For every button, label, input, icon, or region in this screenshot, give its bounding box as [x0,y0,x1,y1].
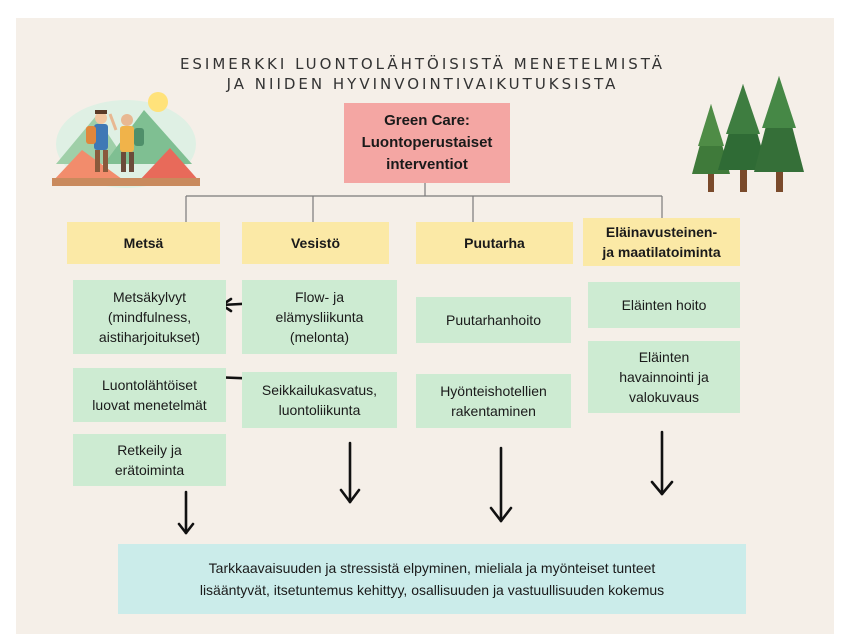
item-luontolahtoiset: Luontolähtöiset luovat menetelmät [73,368,226,422]
item-line: luovat menetelmät [92,397,207,413]
item-line: havainnointi ja [619,369,709,385]
item-line: erätoiminta [114,462,185,478]
item-line: aistiharjoitukset) [98,329,201,345]
item-line: Seikkailukasvatus, [261,382,378,398]
category-metsa: Metsä [67,222,220,264]
arrow-down-puutarha [489,446,513,523]
forest-trees-illustration [692,76,804,192]
hikers-illustration [52,92,200,188]
item-seikkailukasvatus: Seikkailukasvatus, luontoliikunta [242,372,397,428]
root-line: Green Care: [384,112,470,129]
item-elainten-havainnointi: Eläinten havainnointi ja valokuvaus [588,341,740,413]
item-line: Eläinten hoito [621,297,707,313]
item-flow: Flow- ja elämysliikunta (melonta) [242,280,397,354]
outcome-line: Tarkkaavaisuuden ja stressistä elpyminen… [208,560,656,576]
arrow-down-metsa [177,490,195,535]
item-line: Eläinten [638,349,690,365]
item-line: Hyönteishotellien [440,383,547,399]
item-metsakylvyt: Metsäkylvyt (mindfulness, aistiharjoituk… [73,280,226,354]
tree-icon [692,104,730,192]
item-line: (mindfulness, [107,309,192,325]
category-elainavusteinen: Eläinavusteinen- ja maatilatoiminta [583,218,740,266]
tree-icon [718,84,768,192]
category-label: Eläinavusteinen- [605,224,718,240]
category-puutarha: Puutarha [416,222,573,264]
outcome-box: Tarkkaavaisuuden ja stressistä elpyminen… [118,544,746,614]
item-line: Luontolähtöiset [102,377,197,393]
item-line: Flow- ja [294,289,344,305]
tree-icon [754,76,804,192]
item-line: luontoliikunta [278,402,361,418]
category-label: Metsä [123,235,164,251]
diagram-title-line-1: ESIMERKKI LUONTOLÄHTÖISISTÄ MENETELMISTÄ [179,55,666,73]
diagram-title-line-2: JA NIIDEN HYVINVOINTIVAIKUTUKSISTA [226,75,619,93]
arrow-down-vesisto [339,441,361,504]
item-line: Puutarhanhoito [446,312,541,328]
item-line: Metsäkylvyt [112,289,187,305]
item-line: valokuvaus [628,389,700,405]
item-puutarhanhoito: Puutarhanhoito [416,297,571,343]
item-line: elämysliikunta [275,309,364,325]
root-line: Luontoperustaiset [361,134,493,151]
item-line: Retkeily ja [117,442,182,458]
item-hyonteishotellit: Hyönteishotellien rakentaminen [416,374,571,428]
category-label: Vesistö [290,235,341,251]
category-label: Puutarha [464,235,525,251]
item-elainten-hoito: Eläinten hoito [588,282,740,328]
item-line: (melonta) [289,329,350,345]
arrow-down-elain [650,430,674,496]
root-line: interventiot [386,156,468,173]
category-vesisto: Vesistö [242,222,389,264]
root-green-care: Green Care: Luontoperustaiset interventi… [344,103,510,183]
category-label: ja maatilatoiminta [602,244,721,260]
item-retkeily: Retkeily ja erätoiminta [73,434,226,486]
outcome-line: lisääntyvät, itsetuntemus kehittyy, osal… [199,582,665,598]
item-line: rakentaminen [451,403,536,419]
